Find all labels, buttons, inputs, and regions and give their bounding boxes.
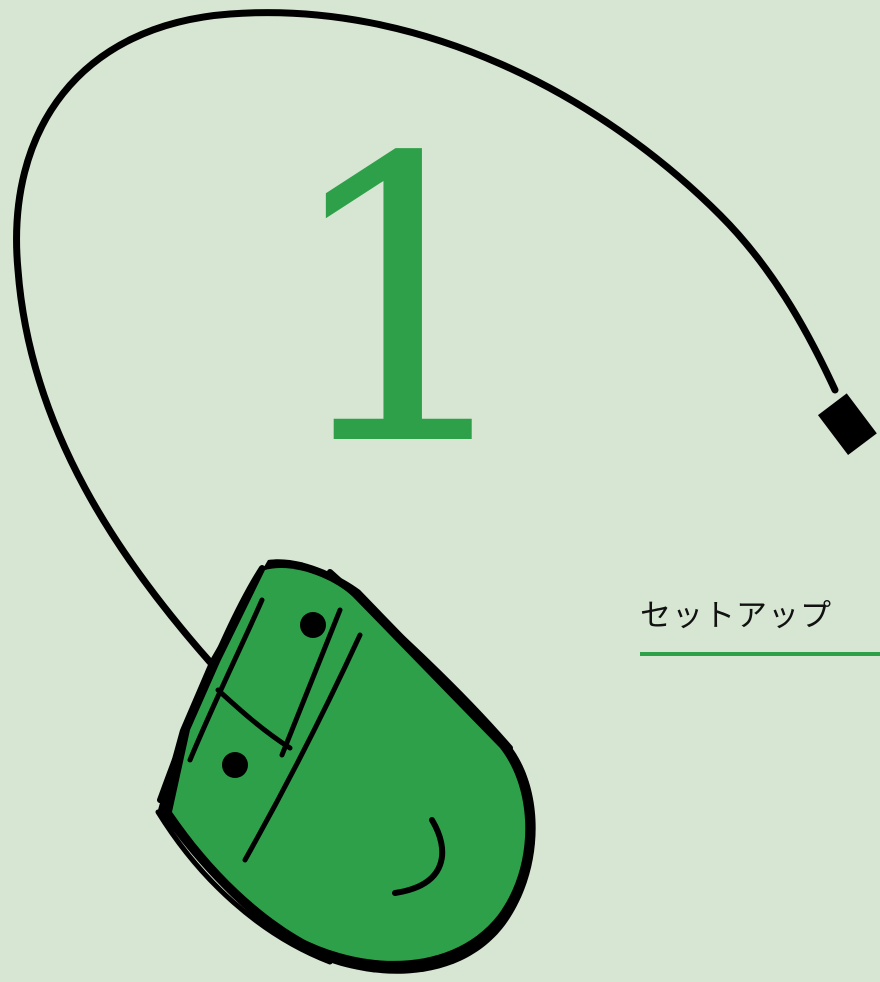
- mouse-body: [172, 568, 526, 961]
- mouse-button-line: [242, 632, 363, 863]
- mouse-dot: [222, 752, 248, 778]
- step-label: セットアップ: [640, 598, 832, 634]
- mouse-button-line: [279, 607, 343, 758]
- step-number: 1: [278, 76, 528, 532]
- mouse-dot: [300, 612, 326, 638]
- mouse-cable: [13, 9, 839, 666]
- step-label-underline: [640, 652, 880, 656]
- cable-plug-icon: [817, 393, 877, 455]
- mouse-button-line: [187, 597, 265, 763]
- mouse-curve: [392, 817, 446, 896]
- mouse-button-line: [215, 687, 293, 751]
